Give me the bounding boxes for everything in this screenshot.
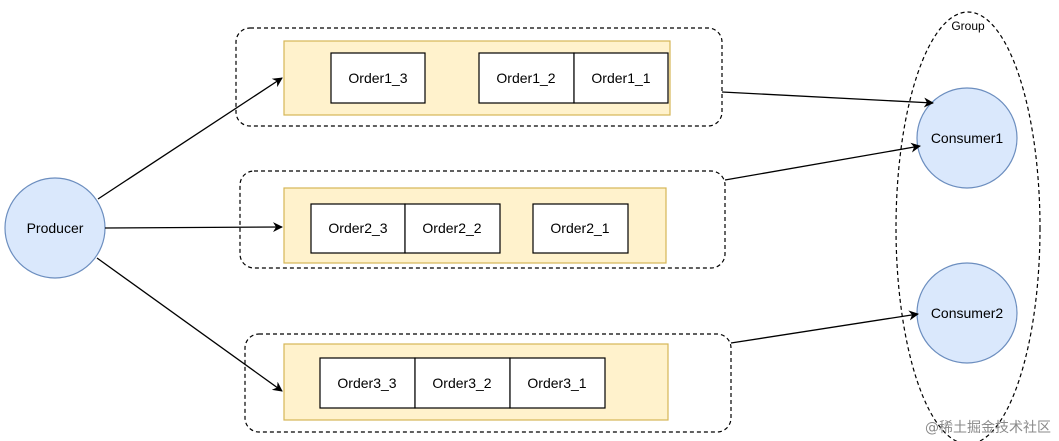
message-order3-2: Order3_2 bbox=[414, 357, 511, 409]
consumer-2-label: Consumer2 bbox=[931, 305, 1004, 321]
message-label: Order3_1 bbox=[527, 375, 586, 391]
queue-1-boundary bbox=[235, 27, 723, 127]
message-order1-3: Order1_3 bbox=[330, 52, 426, 104]
arrow-producer-to-queue-1 bbox=[97, 77, 283, 200]
message-order1-1: Order1_1 bbox=[573, 52, 669, 104]
arrow-producer-to-queue-2 bbox=[104, 222, 283, 233]
message-label: Order1_2 bbox=[496, 70, 555, 86]
group-label: Group bbox=[951, 19, 985, 33]
arrow-queue-3-to-consumer-2 bbox=[730, 310, 919, 344]
arrow-queue-1-to-consumer-1 bbox=[721, 91, 934, 108]
consumer-group-boundary bbox=[895, 11, 1041, 441]
message-order2-3: Order2_3 bbox=[310, 203, 406, 254]
message-order3-3: Order3_3 bbox=[319, 357, 416, 409]
message-order3-1: Order3_1 bbox=[509, 357, 606, 409]
message-label: Order3_3 bbox=[337, 375, 396, 391]
message-order2-1: Order2_1 bbox=[532, 203, 629, 254]
message-label: Order3_2 bbox=[432, 375, 491, 391]
message-order2-2: Order2_2 bbox=[404, 203, 501, 254]
queue-2-boundary bbox=[239, 170, 726, 269]
producer-node: Producer bbox=[4, 177, 106, 279]
message-label: Order2_3 bbox=[328, 220, 387, 236]
message-order1-2: Order1_2 bbox=[478, 52, 575, 104]
arrow-producer-to-queue-3 bbox=[96, 257, 283, 392]
consumer-1-node: Consumer1 bbox=[916, 87, 1018, 189]
message-label: Order1_1 bbox=[591, 70, 650, 86]
message-label: Order1_3 bbox=[348, 70, 407, 86]
message-label: Order2_1 bbox=[550, 220, 609, 236]
message-label: Order2_2 bbox=[422, 220, 481, 236]
arrow-queue-2-to-consumer-1 bbox=[724, 142, 921, 181]
producer-label: Producer bbox=[27, 220, 84, 236]
queue-3-boundary bbox=[244, 333, 732, 433]
consumer-1-label: Consumer1 bbox=[931, 130, 1004, 146]
watermark: @稀土掘金技术社区 bbox=[925, 420, 1051, 436]
consumer-2-node: Consumer2 bbox=[916, 262, 1018, 364]
